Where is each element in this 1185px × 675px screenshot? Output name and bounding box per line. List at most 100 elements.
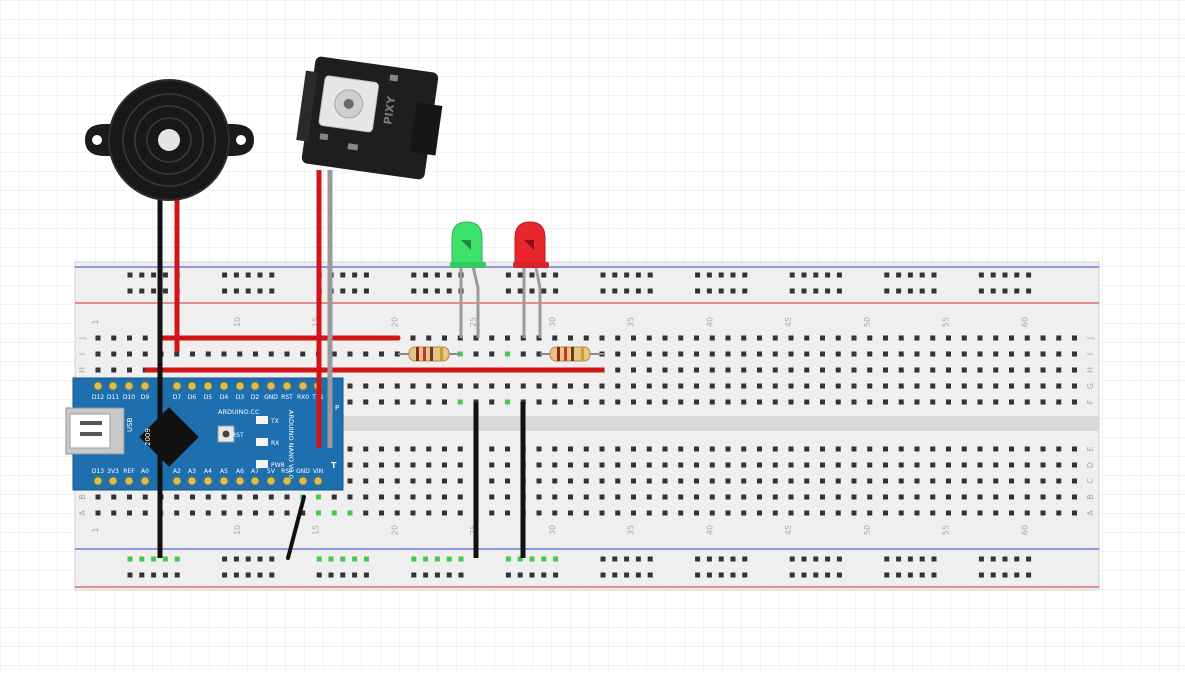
breadboard-hole[interactable] bbox=[694, 446, 699, 452]
breadboard-hole[interactable] bbox=[552, 510, 558, 516]
breadboard-hole[interactable] bbox=[725, 462, 731, 468]
rail-hole[interactable] bbox=[363, 272, 369, 278]
breadboard-hole[interactable] bbox=[347, 494, 353, 500]
rail-hole[interactable] bbox=[340, 572, 346, 578]
rail-hole[interactable] bbox=[529, 288, 535, 294]
breadboard-hole[interactable] bbox=[599, 478, 605, 484]
breadboard-hole[interactable] bbox=[977, 494, 983, 500]
rail-hole[interactable] bbox=[730, 288, 736, 294]
breadboard-hole[interactable] bbox=[568, 510, 573, 516]
breadboard-hole[interactable] bbox=[725, 383, 731, 389]
breadboard-hole[interactable] bbox=[489, 510, 495, 516]
rail-hole[interactable] bbox=[931, 272, 937, 278]
breadboard-hole[interactable] bbox=[662, 367, 668, 373]
rail-hole[interactable] bbox=[328, 572, 334, 578]
breadboard-hole[interactable] bbox=[820, 510, 825, 516]
breadboard-hole[interactable] bbox=[883, 351, 888, 357]
arduino-pin[interactable] bbox=[250, 476, 260, 486]
breadboard-hole[interactable] bbox=[1024, 510, 1030, 516]
breadboard-hole[interactable] bbox=[851, 383, 857, 389]
breadboard-hole[interactable] bbox=[615, 367, 621, 373]
breadboard-hole[interactable] bbox=[741, 510, 747, 516]
breadboard-hole[interactable] bbox=[772, 351, 778, 357]
rail-hole[interactable] bbox=[730, 556, 736, 562]
rail-hole[interactable] bbox=[600, 288, 606, 294]
breadboard-hole[interactable] bbox=[930, 351, 936, 357]
breadboard-hole[interactable] bbox=[646, 494, 652, 500]
breadboard-hole[interactable] bbox=[725, 367, 731, 373]
rail-hole[interactable] bbox=[742, 556, 748, 562]
rail-hole[interactable] bbox=[316, 556, 322, 562]
breadboard-hole[interactable] bbox=[111, 367, 117, 373]
breadboard-hole[interactable] bbox=[851, 351, 857, 357]
breadboard-hole[interactable] bbox=[631, 383, 636, 389]
breadboard-hole[interactable] bbox=[820, 446, 825, 452]
breadboard-hole[interactable] bbox=[930, 478, 936, 484]
breadboard-hole[interactable] bbox=[898, 462, 904, 468]
breadboard-hole[interactable] bbox=[1072, 335, 1077, 341]
breadboard-hole[interactable] bbox=[898, 335, 904, 341]
rail-hole[interactable] bbox=[505, 572, 511, 578]
arduino-pin[interactable] bbox=[235, 476, 245, 486]
breadboard-hole[interactable] bbox=[552, 494, 558, 500]
breadboard-hole[interactable] bbox=[1056, 478, 1062, 484]
breadboard-hole[interactable] bbox=[662, 383, 668, 389]
breadboard-hole[interactable] bbox=[977, 462, 983, 468]
arduino-pin[interactable] bbox=[250, 381, 260, 391]
breadboard-hole[interactable] bbox=[709, 351, 715, 357]
breadboard-hole[interactable] bbox=[898, 446, 904, 452]
rail-hole[interactable] bbox=[151, 288, 157, 294]
rail-hole[interactable] bbox=[233, 572, 239, 578]
arduino-pin[interactable] bbox=[235, 381, 245, 391]
breadboard-hole[interactable] bbox=[631, 446, 636, 452]
rail-hole[interactable] bbox=[990, 288, 996, 294]
rail-hole[interactable] bbox=[1026, 572, 1032, 578]
rail-hole[interactable] bbox=[1014, 556, 1020, 562]
breadboard-hole[interactable] bbox=[725, 446, 731, 452]
rail-hole[interactable] bbox=[541, 572, 547, 578]
breadboard-hole[interactable] bbox=[394, 399, 400, 405]
breadboard-hole[interactable] bbox=[615, 399, 621, 405]
breadboard-hole[interactable] bbox=[631, 494, 636, 500]
breadboard-hole[interactable] bbox=[284, 351, 290, 357]
breadboard-hole[interactable] bbox=[552, 399, 558, 405]
breadboard-hole[interactable] bbox=[410, 462, 416, 468]
breadboard-hole[interactable] bbox=[1024, 462, 1030, 468]
breadboard-hole[interactable] bbox=[867, 462, 873, 468]
breadboard-hole[interactable] bbox=[1040, 383, 1046, 389]
rail-hole[interactable] bbox=[600, 272, 606, 278]
breadboard-hole[interactable] bbox=[426, 335, 432, 341]
rail-hole[interactable] bbox=[446, 556, 452, 562]
breadboard-hole[interactable] bbox=[883, 335, 888, 341]
breadboard-hole[interactable] bbox=[1072, 383, 1077, 389]
breadboard-hole[interactable] bbox=[835, 383, 841, 389]
rail-hole[interactable] bbox=[352, 272, 358, 278]
breadboard-hole[interactable] bbox=[268, 351, 274, 357]
breadboard-hole[interactable] bbox=[394, 351, 400, 357]
breadboard-hole[interactable] bbox=[678, 446, 684, 452]
breadboard-hole[interactable] bbox=[347, 446, 353, 452]
rail-hole[interactable] bbox=[789, 288, 795, 294]
rail-hole[interactable] bbox=[423, 572, 429, 578]
rail-hole[interactable] bbox=[553, 272, 559, 278]
breadboard-hole[interactable] bbox=[867, 399, 873, 405]
breadboard-hole[interactable] bbox=[678, 367, 684, 373]
rail-hole[interactable] bbox=[931, 288, 937, 294]
rail-hole[interactable] bbox=[269, 572, 275, 578]
breadboard-hole[interactable] bbox=[709, 478, 715, 484]
breadboard-hole[interactable] bbox=[1056, 510, 1062, 516]
breadboard-hole[interactable] bbox=[946, 335, 951, 341]
breadboard-hole[interactable] bbox=[631, 478, 636, 484]
breadboard-hole[interactable] bbox=[788, 399, 794, 405]
breadboard-hole[interactable] bbox=[568, 399, 573, 405]
breadboard-hole[interactable] bbox=[457, 462, 463, 468]
breadboard-hole[interactable] bbox=[835, 494, 841, 500]
breadboard-hole[interactable] bbox=[867, 383, 873, 389]
rail-hole[interactable] bbox=[624, 288, 630, 294]
rail-hole[interactable] bbox=[423, 288, 429, 294]
rail-hole[interactable] bbox=[245, 272, 251, 278]
breadboard-hole[interactable] bbox=[694, 510, 699, 516]
breadboard-hole[interactable] bbox=[646, 399, 652, 405]
rail-hole[interactable] bbox=[222, 272, 228, 278]
arduino-pin[interactable] bbox=[298, 476, 308, 486]
